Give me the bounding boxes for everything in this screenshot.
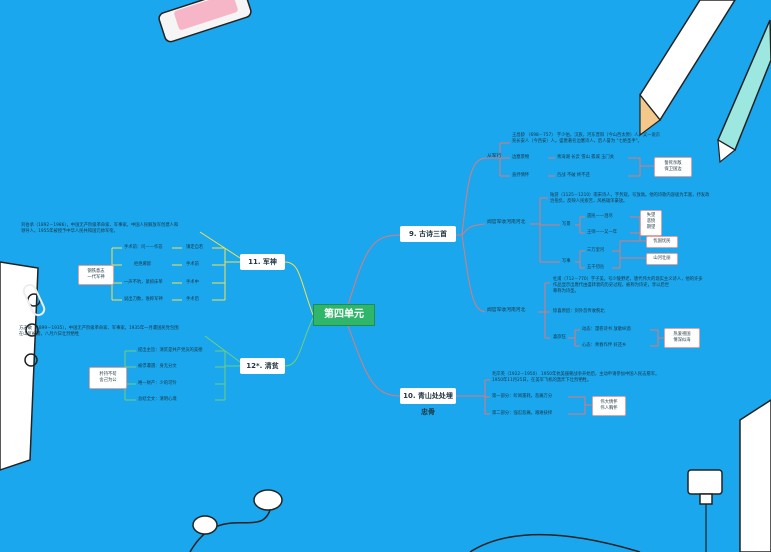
lesson-9-poem-1-theme: 誓死杀敌 保卫国边: [654, 157, 692, 177]
lesson-9-poem-3-reason: 惊喜原因：剑外忽传收蓟北: [553, 309, 605, 314]
lesson-9-poem-1-label: 从军行: [487, 154, 502, 159]
lesson-12-node[interactable]: 12*. 清贫: [240, 358, 285, 374]
lesson-9-poem-2-label: 闻官军收河南河北: [487, 220, 526, 225]
lesson-9-poem-1-theme-line-1: 誓死杀敌: [664, 161, 682, 166]
lesson-9-poem-2-xie-1-a: 遗民——泪尽: [587, 214, 613, 219]
lesson-9-poem-3-theme-line-2: 情深似海: [673, 338, 691, 343]
lesson-12-intro-line-1: 方志敏（1899－1935），中国无产阶级革命家、军事家。1935年一月遭国民党…: [19, 326, 179, 331]
lesson-12-intro-line-2: 在山区被捕，八月六日壮烈牺牲: [19, 332, 80, 337]
lesson-9-poem-1-theme-line-2: 保卫国边: [664, 167, 682, 172]
lesson-9-poem-2-emotion: 失望 悲愤 期望: [640, 210, 662, 236]
lesson-9-poem-2-emotion-3: 期望: [646, 225, 656, 230]
lesson-9-poem-2-author-line-1: 陆游（1125－1210）南宋诗人，字务观，号放翁。他的诗歌内容极为丰富，抒发政: [550, 193, 710, 198]
lesson-12-row-2: 被俘遭遇：身无分文: [138, 364, 177, 369]
lesson-9-poem-2-xie-2-a: 三万里河: [587, 248, 605, 253]
pen-icon: [717, 19, 771, 164]
lesson-11-row-4-left: 说出刀数，谁称军神: [124, 297, 163, 302]
lesson-9-poem-3-author-line-3: 尊称为诗圣。: [553, 289, 579, 294]
lesson-9-poem-1-scenery-label: 边塞景物: [512, 155, 530, 160]
lesson-11-row-4-right: 手术后: [186, 297, 199, 302]
lesson-9-poem-3-joy-mood: 心态：青春作伴 好还乡: [582, 343, 627, 348]
lesson-9-poem-2-author-line-2: 治抱负，反映人民疾苦，风格雄浑豪放。: [550, 199, 628, 204]
earphones-icon: [189, 489, 641, 552]
center-topic[interactable]: 第四单元: [313, 304, 375, 326]
lesson-9-poem-2-emotion-1: 失望: [646, 213, 656, 218]
spiral-notebook-icon: [0, 261, 41, 471]
lesson-11-theme: 钢铁意志 一代军神: [78, 265, 114, 285]
lesson-11-row-2-right: 手术前: [186, 262, 199, 267]
lesson-12-row-1: 提出主旨：清贫是共产党员的美德: [138, 348, 203, 353]
lesson-9-poem-3-author-line-2: 作品显示出唐代由盛转衰的历史过程，被称为诗史，享以后世: [553, 283, 670, 288]
lesson-9-poem-2-xie-1: 写景: [562, 222, 571, 227]
lesson-10-intro-line-2: 1950年11月25日，在美军飞机的轰炸下壮烈牺牲。: [492, 378, 592, 383]
lesson-9-poem-3-label: 闻官军收河南河北: [487, 308, 526, 313]
lesson-10-theme-line-2: 伟人胸怀: [600, 406, 618, 411]
lesson-9-poem-2-theme-2: 山河壮丽: [646, 253, 678, 265]
lesson-11-intro-line-2: 领导人。1955年被授予中华人民共和国元帅军衔。: [21, 229, 118, 234]
lesson-9-poem-1-author-line-2: 兆长安人（今西安）人。盛唐著名边塞诗人，后人誉为 "七绝圣手"。: [512, 139, 642, 144]
lesson-9-poem-1-scenery-items: 青海湖 长云 雪山 孤城 玉门关: [557, 155, 615, 160]
lesson-11-intro-line-1: 刘伯承（1892－1986），中国无产阶级革命家、军事家。中国人民解放军创建人和: [21, 223, 179, 228]
lesson-10-part-1: 第一部分：听闻噩耗，悲痛万分: [492, 394, 553, 399]
lesson-12-theme-line-1: 矜持不苟: [99, 372, 117, 377]
lesson-10-theme: 伟大情怀 伟人胸怀: [592, 396, 626, 416]
lesson-9-poem-3-theme: 热爱祖国 情深似海: [664, 328, 700, 348]
paperclip-icon: [22, 283, 46, 317]
lesson-10-node[interactable]: 10. 青山处处埋忠骨: [400, 388, 456, 416]
phone-icon: [158, 0, 252, 43]
pencil-icon: [639, 0, 736, 137]
lesson-9-poem-1-feeling-items: 百战 不破 终不还: [557, 173, 590, 178]
lesson-10-theme-line-1: 伟大情怀: [600, 400, 618, 405]
lesson-9-poem-2-xie-2-b: 五千仞岳: [587, 265, 605, 270]
lesson-11-row-3-right: 手术中: [186, 280, 199, 285]
lesson-9-node[interactable]: 9. 古诗三首: [400, 226, 456, 242]
lesson-9-poem-3-joy-action: 动态：漫卷诗书 放歌纵酒: [582, 327, 631, 332]
lesson-9-poem-1-author-line-1: 王昌龄 （698－757） 字少伯，汉族，河东晋阳（今山西太原）人。又一说京: [512, 133, 661, 138]
lesson-9-poem-3-joy: 喜欲狂: [553, 335, 566, 340]
lesson-12-row-3: 唯一财产：少的可怜: [138, 381, 177, 386]
lesson-11-theme-line-2: 一代军神: [87, 275, 105, 280]
lesson-9-poem-3-author-line-1: 杜甫（712－770）字子美，号少陵野老，唐代伟大的现实主义诗人，他的许多: [553, 277, 703, 282]
lesson-11-row-1-left: 手术前：问——作答: [124, 245, 163, 250]
lesson-11-theme-line-1: 钢铁意志: [87, 269, 105, 274]
usb-stick-icon: [687, 469, 723, 552]
lesson-12-theme: 矜持不苟 舍己为公: [89, 367, 127, 389]
lesson-9-poem-1-feeling-label: 直抒情怀: [512, 173, 530, 178]
lesson-11-row-1-right: 镇定自若: [186, 245, 204, 250]
lesson-9-poem-2-theme-1: 忧国忧民: [646, 236, 678, 248]
lesson-11-row-3-left: 一声不吭，紧抓床单: [124, 280, 163, 285]
lesson-11-row-2-left: 拒绝麻醉: [134, 262, 152, 267]
lesson-11-node[interactable]: 11. 军神: [240, 254, 285, 270]
lesson-10-intro-line-1: 毛岸英（1922－1950） 1950年抗美援朝战争开始后，主动申请参加中国人民…: [492, 372, 660, 377]
lesson-9-poem-2-xie-1-b: 王师——又一年: [587, 230, 618, 235]
lesson-9-poem-3-theme-line-1: 热爱祖国: [673, 332, 691, 337]
lesson-10-part-2: 第二部分：强忍悲痛，艰难抉择: [492, 411, 553, 416]
notepad-icon: [739, 399, 771, 552]
lesson-12-row-4: 总结全文：清明心境: [138, 397, 177, 402]
lesson-9-poem-2-emotion-2: 悲愤: [646, 219, 656, 224]
lesson-12-theme-line-2: 舍己为公: [99, 378, 117, 383]
lesson-9-poem-2-xie-2: 写事: [562, 259, 571, 264]
